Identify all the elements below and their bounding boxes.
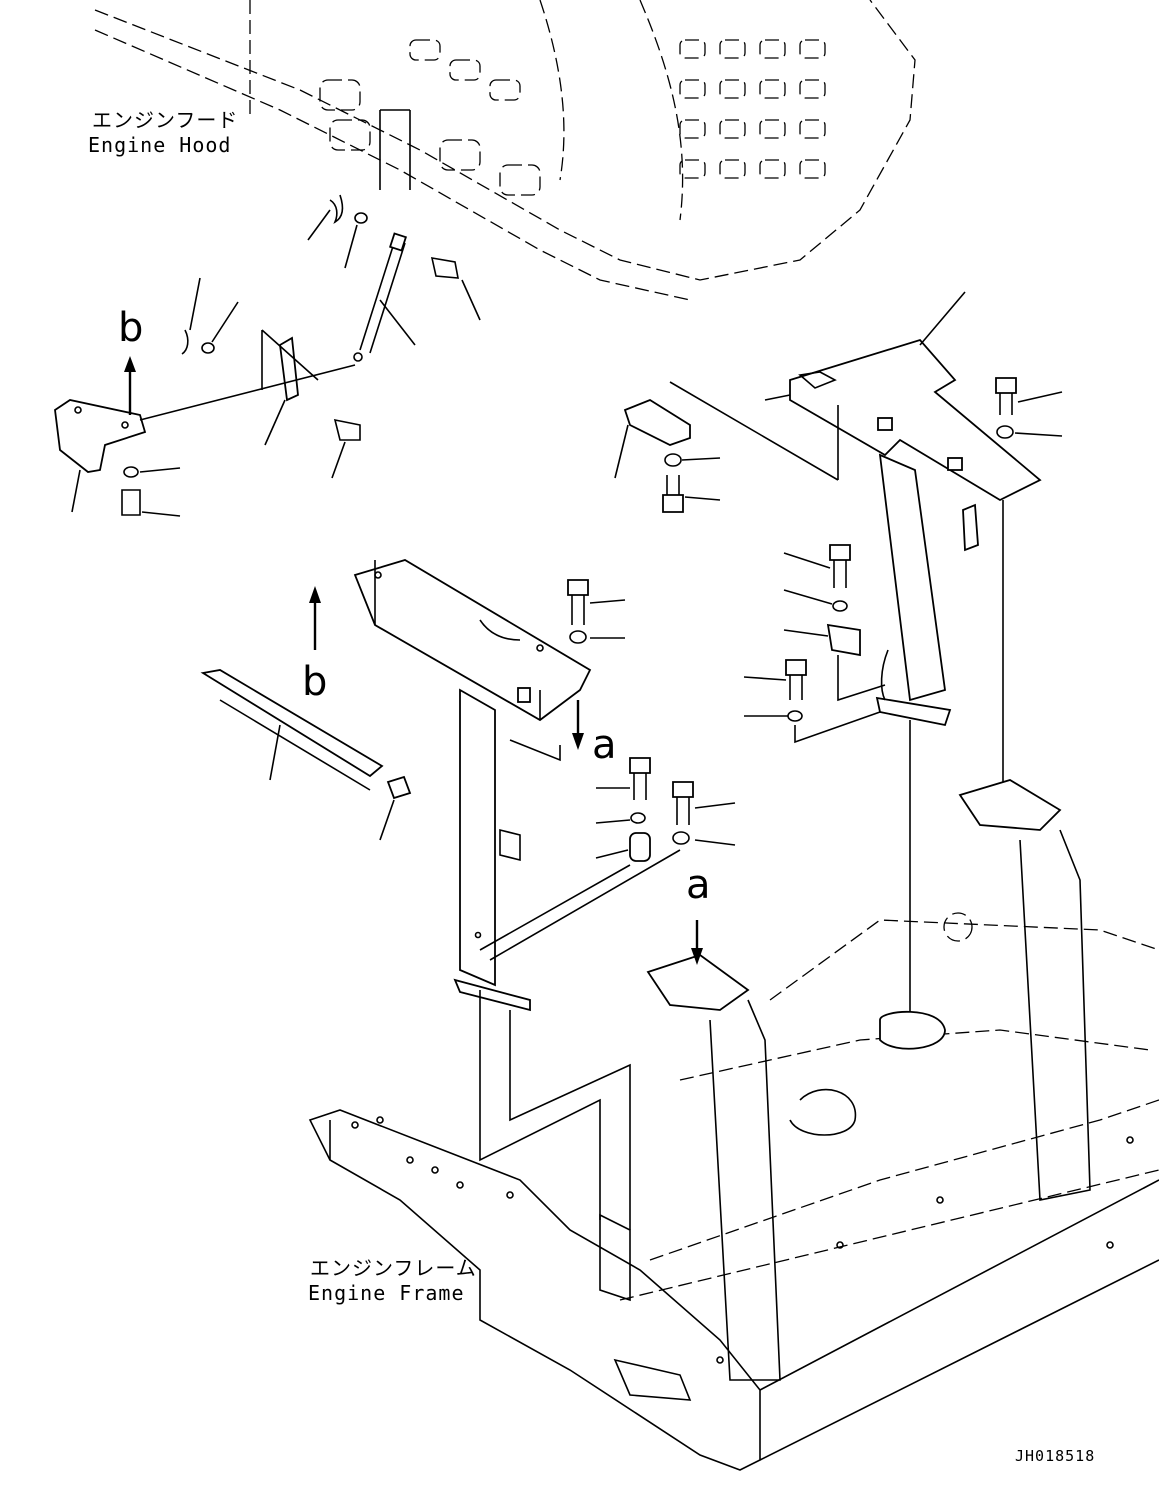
- split-pin-top: [307, 194, 368, 269]
- view-marker-b-top: b: [118, 305, 144, 351]
- hood-pin: [430, 257, 481, 321]
- hinge-link: [139, 329, 361, 479]
- right-stay-assembly: [614, 291, 1063, 1030]
- left-stay-assembly: [200, 559, 592, 1012]
- drawing-number: JH018518: [1015, 1447, 1096, 1465]
- view-marker-a-mid: a: [592, 722, 617, 768]
- view-marker-a-low: a: [686, 862, 711, 908]
- engine-frame-label-en: Engine Frame: [308, 1281, 465, 1305]
- gas-spring: [353, 232, 416, 362]
- engine-frame-label-jp: エンジンフレーム: [310, 1256, 477, 1280]
- engine-frame: [308, 779, 1159, 1471]
- engine-hood-label-en: Engine Hood: [88, 133, 232, 157]
- view-marker-b-mid: b: [302, 659, 328, 705]
- engine-hood-outline: [94, 0, 916, 301]
- engine-hood-label-jp: エンジンフード: [92, 108, 239, 132]
- hood-bracket-left: [54, 277, 239, 517]
- bolts-middle: [479, 579, 736, 961]
